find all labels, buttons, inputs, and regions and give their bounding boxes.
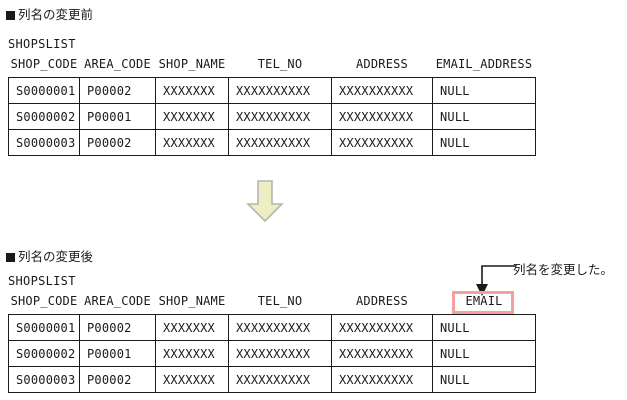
bullet-square-icon [6,11,15,20]
cell-email: NULL [432,314,536,341]
table-row: S0000002 P00001 XXXXXXX XXXXXXXXXX XXXXX… [8,340,536,367]
cell-address: XXXXXXXXXX [331,77,433,104]
table-before-grid: SHOP_CODE AREA_CODE SHOP_NAME TEL_NO ADD… [8,55,536,156]
column-header-tel-no: TEL_NO [257,294,303,308]
table-after-header-row: SHOP_CODE AREA_CODE SHOP_NAME TEL_NO ADD… [9,292,536,315]
column-header-shop-code: SHOP_CODE [10,57,78,71]
table-label-before: SHOPSLIST [8,37,76,51]
column-header-address: ADDRESS [356,57,408,71]
cell-shop-name: XXXXXXX [155,366,229,393]
cell-shop-name: XXXXXXX [155,129,229,156]
cell-email: NULL [432,340,536,367]
section-caption-before-label: 列名の変更前 [18,7,94,22]
table-row: S0000002 P00001 XXXXXXX XXXXXXXXXX XXXXX… [8,103,536,130]
cell-shop-name: XXXXXXX [155,77,229,104]
cell-tel-no: XXXXXXXXXX [228,340,332,367]
table-row: S0000001 P00002 XXXXXXX XXXXXXXXXX XXXXX… [8,77,536,104]
bullet-square-icon [6,253,15,262]
cell-area-code: P00002 [79,77,156,104]
column-header-area-code: AREA_CODE [84,294,151,308]
cell-area-code: P00002 [79,366,156,393]
cell-tel-no: XXXXXXXXXX [228,314,332,341]
table-row: S0000003 P00002 XXXXXXX XXXXXXXXXX XXXXX… [8,129,536,156]
cell-email-address: NULL [432,77,536,104]
cell-area-code: P00002 [79,314,156,341]
cell-shop-code: S0000003 [8,129,80,156]
cell-area-code: P00001 [79,340,156,367]
cell-email-address: NULL [432,129,536,156]
cell-address: XXXXXXXXXX [331,314,433,341]
column-header-shop-name: SHOP_NAME [158,57,226,71]
cell-shop-name: XXXXXXX [155,314,229,341]
cell-shop-code: S0000002 [8,340,80,367]
cell-address: XXXXXXXXXX [331,129,433,156]
cell-address: XXXXXXXXXX [331,366,433,393]
annotation-label: 列名を変更した。 [513,262,614,277]
column-header-email-address: EMAIL_ADDRESS [435,57,533,71]
section-caption-after-label: 列名の変更後 [18,249,94,264]
column-header-shop-code: SHOP_CODE [10,294,78,308]
cell-email: NULL [432,366,536,393]
cell-shop-name: XXXXXXX [155,340,229,367]
table-before: SHOP_CODE AREA_CODE SHOP_NAME TEL_NO ADD… [8,55,536,156]
column-header-address: ADDRESS [356,294,408,308]
column-header-shop-name: SHOP_NAME [158,294,226,308]
cell-area-code: P00002 [79,129,156,156]
table-row: S0000001 P00002 XXXXXXX XXXXXXXXXX XXXXX… [8,314,536,341]
cell-shop-code: S0000003 [8,366,80,393]
callout-arrow-icon [470,258,540,298]
section-caption-before: 列名の変更前 [6,4,93,23]
table-after-grid: SHOP_CODE AREA_CODE SHOP_NAME TEL_NO ADD… [8,292,536,393]
table-row: S0000003 P00002 XXXXXXX XXXXXXXXXX XXXXX… [8,366,536,393]
email-column-highlight [452,291,514,314]
column-header-tel-no: TEL_NO [257,57,303,71]
cell-address: XXXXXXXXXX [331,340,433,367]
table-before-header-row: SHOP_CODE AREA_CODE SHOP_NAME TEL_NO ADD… [9,55,536,78]
cell-email-address: NULL [432,103,536,130]
down-arrow-icon [246,180,284,223]
cell-address: XXXXXXXXXX [331,103,433,130]
section-caption-after: 列名の変更後 [6,246,93,265]
table-label-after: SHOPSLIST [8,274,76,288]
cell-shop-code: S0000001 [8,314,80,341]
cell-area-code: P00001 [79,103,156,130]
cell-tel-no: XXXXXXXXXX [228,103,332,130]
cell-shop-code: S0000002 [8,103,80,130]
cell-tel-no: XXXXXXXXXX [228,129,332,156]
column-header-email: EMAIL [465,294,503,308]
cell-tel-no: XXXXXXXXXX [228,366,332,393]
cell-shop-code: S0000001 [8,77,80,104]
table-after: SHOP_CODE AREA_CODE SHOP_NAME TEL_NO ADD… [8,292,536,393]
cell-tel-no: XXXXXXXXXX [228,77,332,104]
column-header-area-code: AREA_CODE [84,57,151,71]
cell-shop-name: XXXXXXX [155,103,229,130]
